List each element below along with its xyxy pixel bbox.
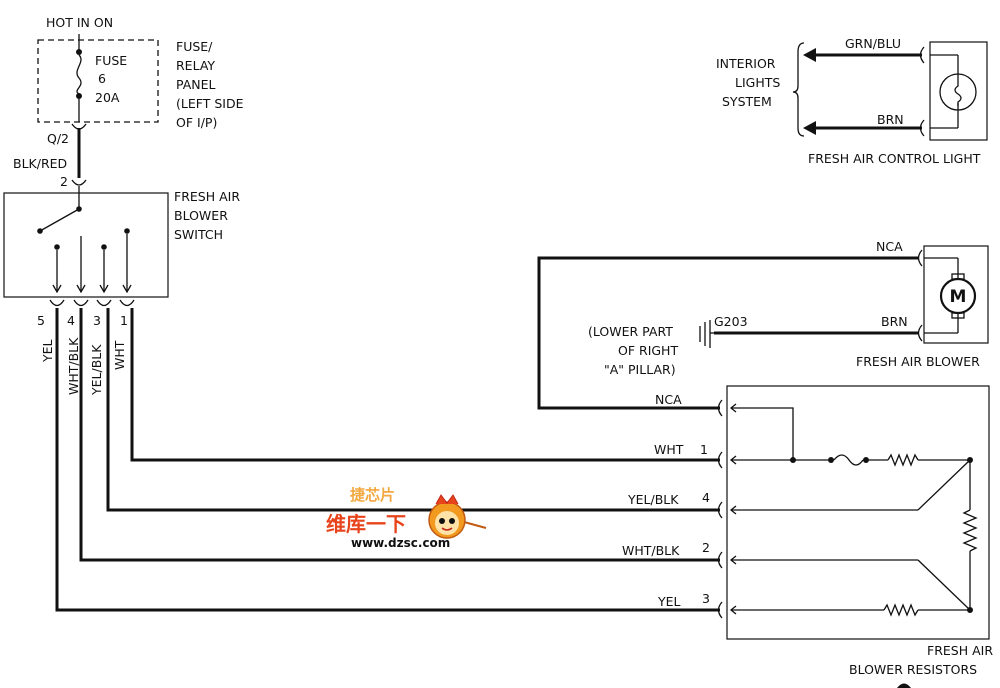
resistor-box (726, 385, 990, 640)
resistor-row-4-pin: 3 (702, 591, 710, 606)
blk-red-label: BLK/RED (13, 156, 67, 171)
wire-label-yel-blk: YEL/BLK (89, 344, 104, 396)
resistor-row-3-wire: WHT/BLK (622, 543, 680, 558)
wire-label-yel: YEL (40, 339, 55, 363)
resistor-row-2-pin: 4 (702, 490, 710, 505)
switch-pin-1: 1 (120, 313, 128, 328)
watermark-chinese: 维库一下 (326, 512, 406, 536)
resistor-label-2: BLOWER RESISTORS (849, 662, 977, 677)
fresh-air-blower: NCA BRN M FRESH AIR BLOWER (856, 239, 989, 369)
mascot-icon (428, 494, 487, 539)
switch-pin-2-connector (71, 179, 87, 186)
wire-label-wht: WHT (112, 340, 127, 370)
resistor-row-2-wire: YEL/BLK (627, 492, 679, 507)
resistor-row-3-pin: 2 (702, 540, 710, 555)
ground-location-3: "A" PILLAR) (604, 362, 676, 377)
blower-label: FRESH AIR BLOWER (856, 354, 980, 369)
motor-icon (939, 277, 977, 315)
yel-wire (55, 308, 720, 612)
yel-blk-wire (106, 308, 720, 512)
resistor-row-4-wire: YEL (657, 594, 681, 609)
fuse-number: 6 (98, 71, 106, 86)
wire-label-wht-blk: WHT/BLK (66, 337, 81, 395)
fuse-relay-panel: HOT IN ON FUSE 6 20A FUSE/ RELAY PANEL (… (37, 15, 244, 146)
thermal-fuse (833, 454, 864, 466)
blower-brn-label: BRN (881, 314, 908, 329)
resistor-2 (962, 509, 978, 552)
ground-location-1: (LOWER PART (588, 324, 673, 339)
hot-in-on-label: HOT IN ON (46, 15, 113, 30)
connector-q2-label: Q/2 (47, 131, 69, 146)
resistor-nca-label: NCA (655, 392, 682, 407)
resistor-3 (883, 603, 919, 617)
brn-light-label: BRN (877, 112, 904, 127)
fuse-name: FUSE (95, 53, 127, 68)
panel-label-5: OF I/P) (176, 115, 217, 130)
wht-wire (130, 308, 720, 462)
watermark-top: 捷芯片 (350, 486, 395, 504)
switch-label-2: BLOWER (174, 208, 228, 223)
corner-mark (897, 683, 911, 688)
resistor-1 (887, 453, 919, 467)
interior-lights-2: LIGHTS (735, 75, 780, 90)
switch-label-1: FRESH AIR (174, 189, 240, 204)
fuse-symbol (76, 54, 82, 95)
switch-outline (3, 192, 169, 298)
panel-label-4: (LEFT SIDE (176, 96, 244, 111)
watermark-logo: 捷芯片 维库一下 www.dzsc.com (326, 486, 487, 550)
blower-resistors: NCA WHT 1 YEL/BLK 4 WHT/BLK 2 YEL 3 FRES… (622, 385, 993, 677)
blower-nca-label: NCA (876, 239, 903, 254)
fuse-panel-outline (37, 39, 159, 123)
control-light-label: FRESH AIR CONTROL LIGHT (808, 151, 981, 166)
wht-blk-wire (79, 308, 720, 562)
ground-id: G203 (714, 314, 748, 329)
grn-blu-label: GRN/BLU (845, 36, 901, 51)
resistor-row-1-wire: WHT (654, 442, 684, 457)
panel-label-1: FUSE/ (176, 39, 213, 54)
interior-lights-1: INTERIOR (716, 56, 776, 71)
motor-symbol: M (950, 287, 967, 307)
resistor-row-1-pin: 1 (700, 442, 708, 457)
fuse-rating: 20A (95, 90, 120, 105)
switch-pin-2: 2 (60, 174, 68, 189)
ground-g203: G203 (LOWER PART OF RIGHT "A" PILLAR) (588, 314, 748, 377)
nca-blower-wire (537, 256, 918, 410)
watermark-url: www.dzsc.com (351, 536, 450, 550)
switch-wiper (39, 208, 80, 232)
switch-label-3: SWITCH (174, 227, 223, 242)
blower-switch: FRESH AIR BLOWER SWITCH 5 4 3 1 (3, 186, 240, 328)
ground-location-2: OF RIGHT (618, 343, 678, 358)
fuse-terminal-bottom (76, 93, 82, 99)
interior-lights-brace (792, 42, 805, 137)
panel-label-3: PANEL (176, 77, 216, 92)
fresh-air-control-light: INTERIOR LIGHTS SYSTEM GRN/BLU BRN FRESH… (716, 36, 988, 166)
bulb-icon (939, 73, 977, 111)
control-light-box (929, 41, 988, 141)
blower-box (923, 245, 989, 344)
switch-pin-5: 5 (37, 313, 45, 328)
fuse-terminal-top (76, 49, 82, 55)
interior-lights-3: SYSTEM (722, 94, 772, 109)
switch-pin-4: 4 (67, 313, 75, 328)
panel-label-2: RELAY (176, 58, 215, 73)
resistor-label-1: FRESH AIR (927, 643, 993, 658)
switch-pin-3: 3 (93, 313, 101, 328)
